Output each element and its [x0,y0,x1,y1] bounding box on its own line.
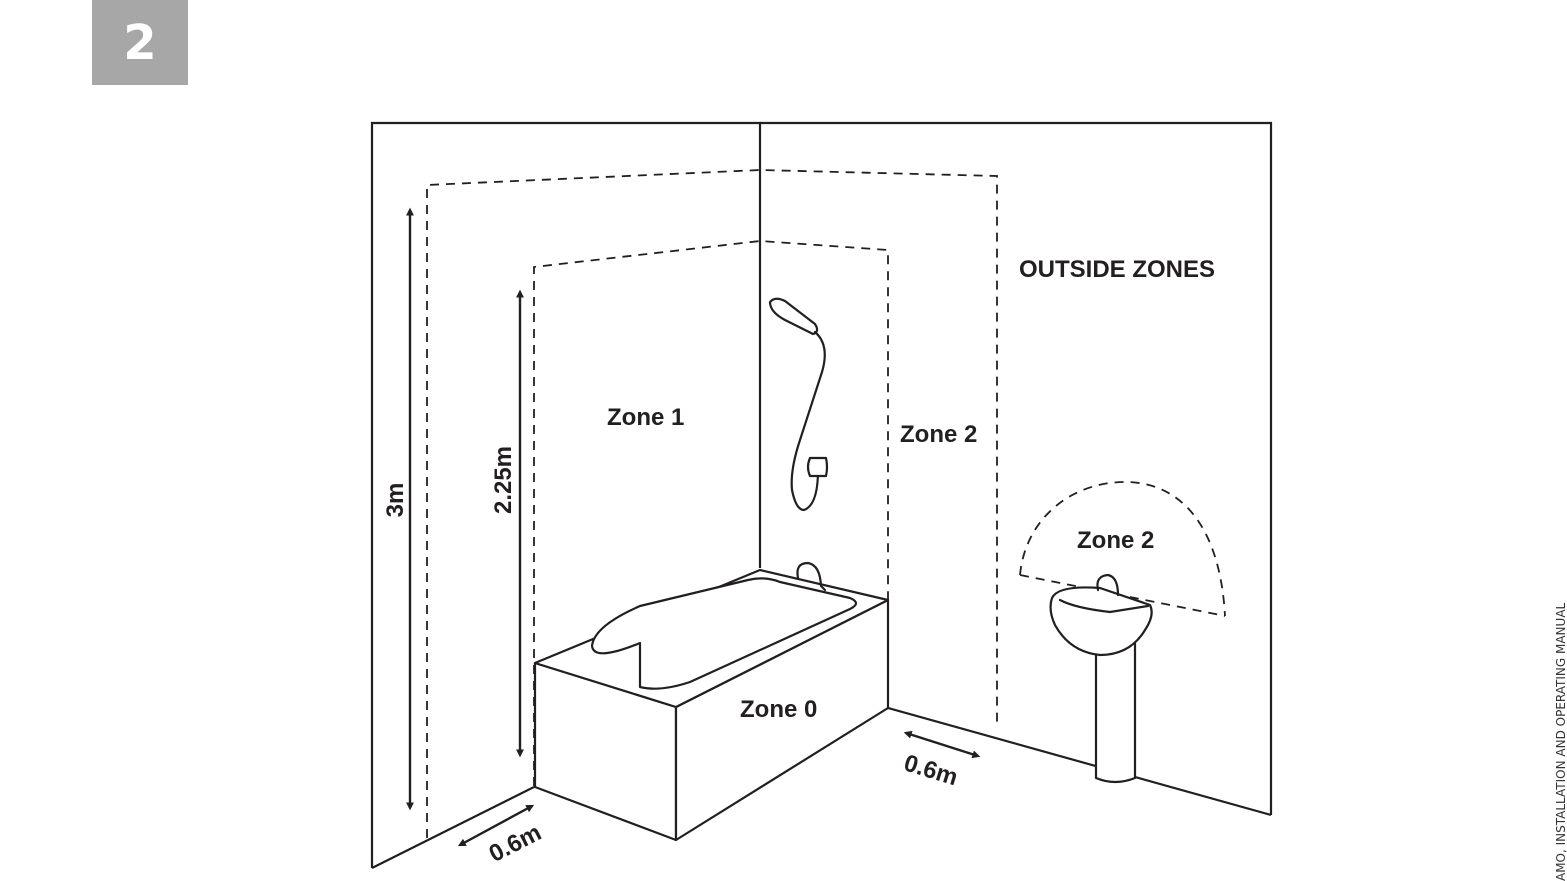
wash-basin [1049,573,1153,784]
right-wall [760,121,1273,815]
zone-2-basin-label: Zone 2 [1077,527,1154,554]
height-2-25m-label: 2.25m [490,446,517,514]
left-floor-edge [371,786,535,869]
room-walls [370,121,1273,869]
shower-head [768,297,819,336]
width-left-arrow [457,804,535,847]
basin-bowl [1049,586,1153,657]
zone-1-label: Zone 1 [607,404,684,431]
bathtub-basin [590,577,858,690]
basin-tap [1096,573,1120,597]
basin-zone-2-arc [1019,481,1226,617]
shower-hose [790,330,826,512]
dimension-arrows [406,207,981,847]
shower [768,297,829,512]
width-right-arrow [903,730,981,759]
page-number-badge: 2 [92,0,188,85]
outside-zones-label: OUTSIDE ZONES [1019,256,1215,283]
bath-tap [796,561,827,592]
basin-pedestal [1094,641,1137,784]
zone-0-label: Zone 0 [740,696,817,723]
zone-2-shower-label: Zone 2 [900,421,977,448]
bathtub [533,561,890,842]
width-right-label: 0.6m [901,750,961,792]
height-3m-label: 3m [382,483,409,518]
zone-2-outer-boundary [426,169,998,838]
basin-inner [1058,598,1150,614]
left-wall [370,121,762,868]
shower-holder [806,456,829,478]
right-floor-edge [887,706,1272,817]
